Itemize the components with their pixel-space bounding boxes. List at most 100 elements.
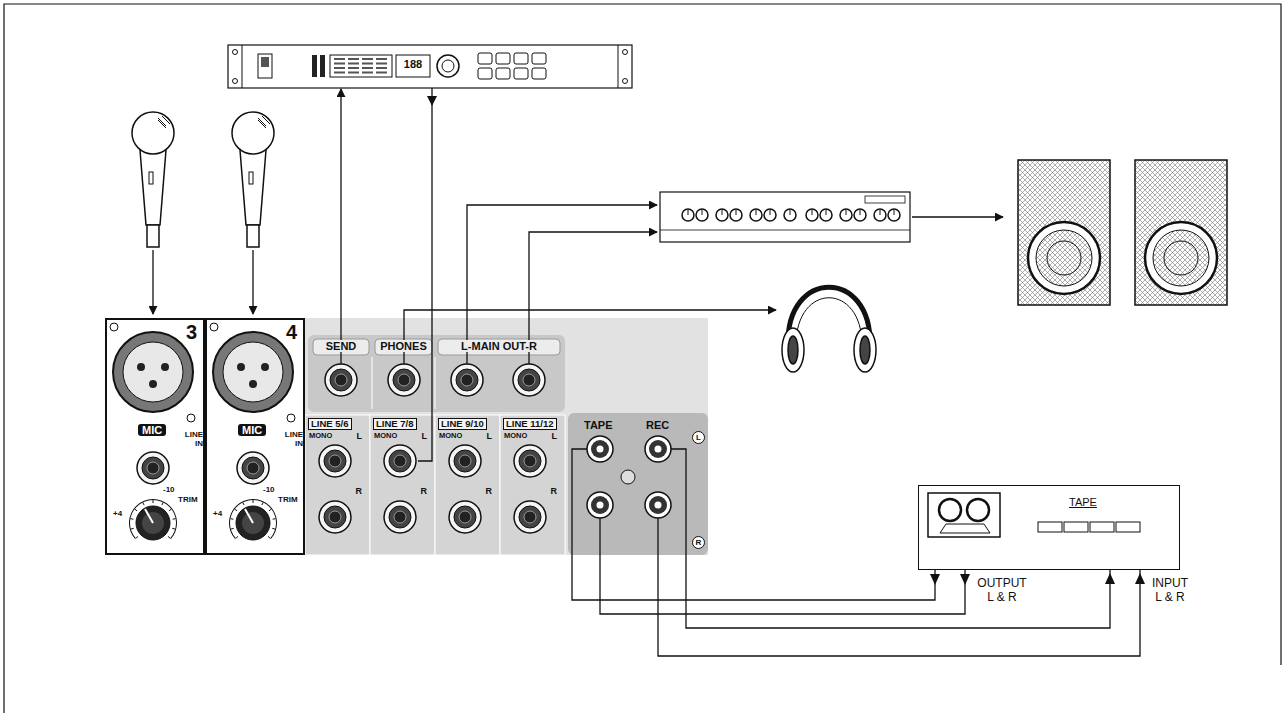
drawing-rect [348, 58, 359, 60]
drawing-circle [730, 209, 742, 221]
drawing-rect [362, 63, 373, 65]
drawing-circle [223, 342, 283, 402]
drawing-rect [478, 68, 492, 79]
drawing-circle [597, 446, 604, 453]
drawing-line [131, 528, 134, 530]
drawing-circle [784, 209, 796, 221]
drawing-rect [334, 58, 345, 60]
arrowhead [1135, 573, 1145, 584]
drawing-line [252, 250, 253, 314]
drawing-circle [147, 462, 159, 474]
frame [4, 4, 1281, 713]
drawing-rect [228, 45, 632, 88]
drawing-path [796, 298, 862, 345]
panel-text: R [486, 487, 493, 497]
drawing-rect [1116, 522, 1140, 532]
amp-knobs [682, 209, 900, 221]
drawing-line [812, 210, 813, 215]
drawing-circle [888, 209, 900, 221]
drawing-circle [820, 209, 832, 221]
drawing-circle [242, 457, 264, 479]
panel-label: LINE 7/8 [373, 418, 417, 430]
panel-text: MONO [374, 432, 397, 440]
drawing-rect [258, 54, 272, 78]
drawing-rect [376, 67, 387, 69]
drawing-rect [376, 58, 387, 60]
cable [686, 555, 1110, 628]
drawing-circle [1164, 241, 1198, 275]
drawing-ellipse [860, 336, 870, 364]
drawing-circle [210, 323, 218, 331]
arrowhead [427, 96, 437, 106]
connector-group [658, 555, 1145, 656]
line-panel [370, 415, 435, 555]
panel-screw [621, 470, 635, 484]
cable [572, 555, 935, 600]
connector-group [600, 555, 970, 614]
drawing-circle [384, 501, 416, 533]
panel-label: 4 [286, 321, 297, 343]
panel-label: TAPE [584, 419, 613, 431]
drawing-circle [137, 452, 169, 484]
drawing-rect [376, 63, 387, 65]
connector-group [572, 555, 940, 600]
drawing-path [657, 518, 658, 555]
drawing-line [269, 509, 271, 511]
drawing-circle [237, 452, 269, 484]
drawing-rect [478, 53, 492, 64]
panel-text: MONO [439, 432, 462, 440]
panel-text: R [692, 536, 705, 549]
drawing-circle [110, 323, 118, 331]
line-input-panel: LINE 7/8MONOLR [370, 415, 435, 555]
panel-text: TRIM [178, 496, 198, 505]
drawing-circle [524, 455, 536, 467]
drawing-line [243, 502, 244, 505]
drawing-circle [236, 506, 270, 540]
drawing-circle [394, 455, 406, 467]
drawing-circle [519, 450, 541, 472]
drawing-circle [519, 506, 541, 528]
drawing-path [912, 216, 1003, 217]
drawing-circle [591, 496, 609, 514]
drawing-rect [660, 192, 910, 242]
drawing-path [340, 89, 341, 380]
drawing-line [143, 502, 144, 505]
drawing-circle [459, 455, 471, 467]
panel-text: L [422, 432, 428, 442]
drawing-rect [514, 53, 528, 64]
drawing-circle [287, 414, 295, 422]
panel-text: MONO [309, 432, 332, 440]
drawing-circle [655, 446, 662, 453]
channel-strip: 4MICLINE INTRIM-10+4 [205, 318, 305, 555]
drawing-circle [161, 363, 169, 371]
drawing-line [136, 536, 138, 538]
drawing-line [618, 45, 619, 88]
drawing-line [135, 509, 137, 511]
drawing-rect [514, 68, 528, 79]
drawing-circle [967, 499, 989, 521]
drawing-circle [137, 363, 145, 371]
drawing-rect [362, 72, 373, 74]
drawing-line [880, 210, 881, 215]
panel-label: LINE 9/10 [438, 418, 487, 430]
panel-text: -10 [263, 486, 275, 495]
tape-deck-art [928, 493, 1140, 537]
output-jack-panel: PHONES [372, 337, 435, 411]
drawing-circle [682, 209, 694, 221]
drawing-circle [233, 79, 238, 84]
drawing-circle [874, 209, 886, 221]
line-input-panel: LINE 9/10MONOLR [435, 415, 500, 555]
drawing-circle [514, 445, 546, 477]
panel-text: TRIM [278, 496, 298, 505]
drawing-rect [362, 67, 373, 69]
drawing-rect [1135, 160, 1227, 305]
drawing-circle [459, 511, 471, 523]
panel-text: MONO [504, 432, 527, 440]
drawing-path [467, 205, 657, 380]
drawing-rect [928, 493, 1000, 537]
drawing-path [572, 449, 587, 555]
drawing-line [826, 210, 827, 215]
drawing-path [529, 232, 657, 380]
